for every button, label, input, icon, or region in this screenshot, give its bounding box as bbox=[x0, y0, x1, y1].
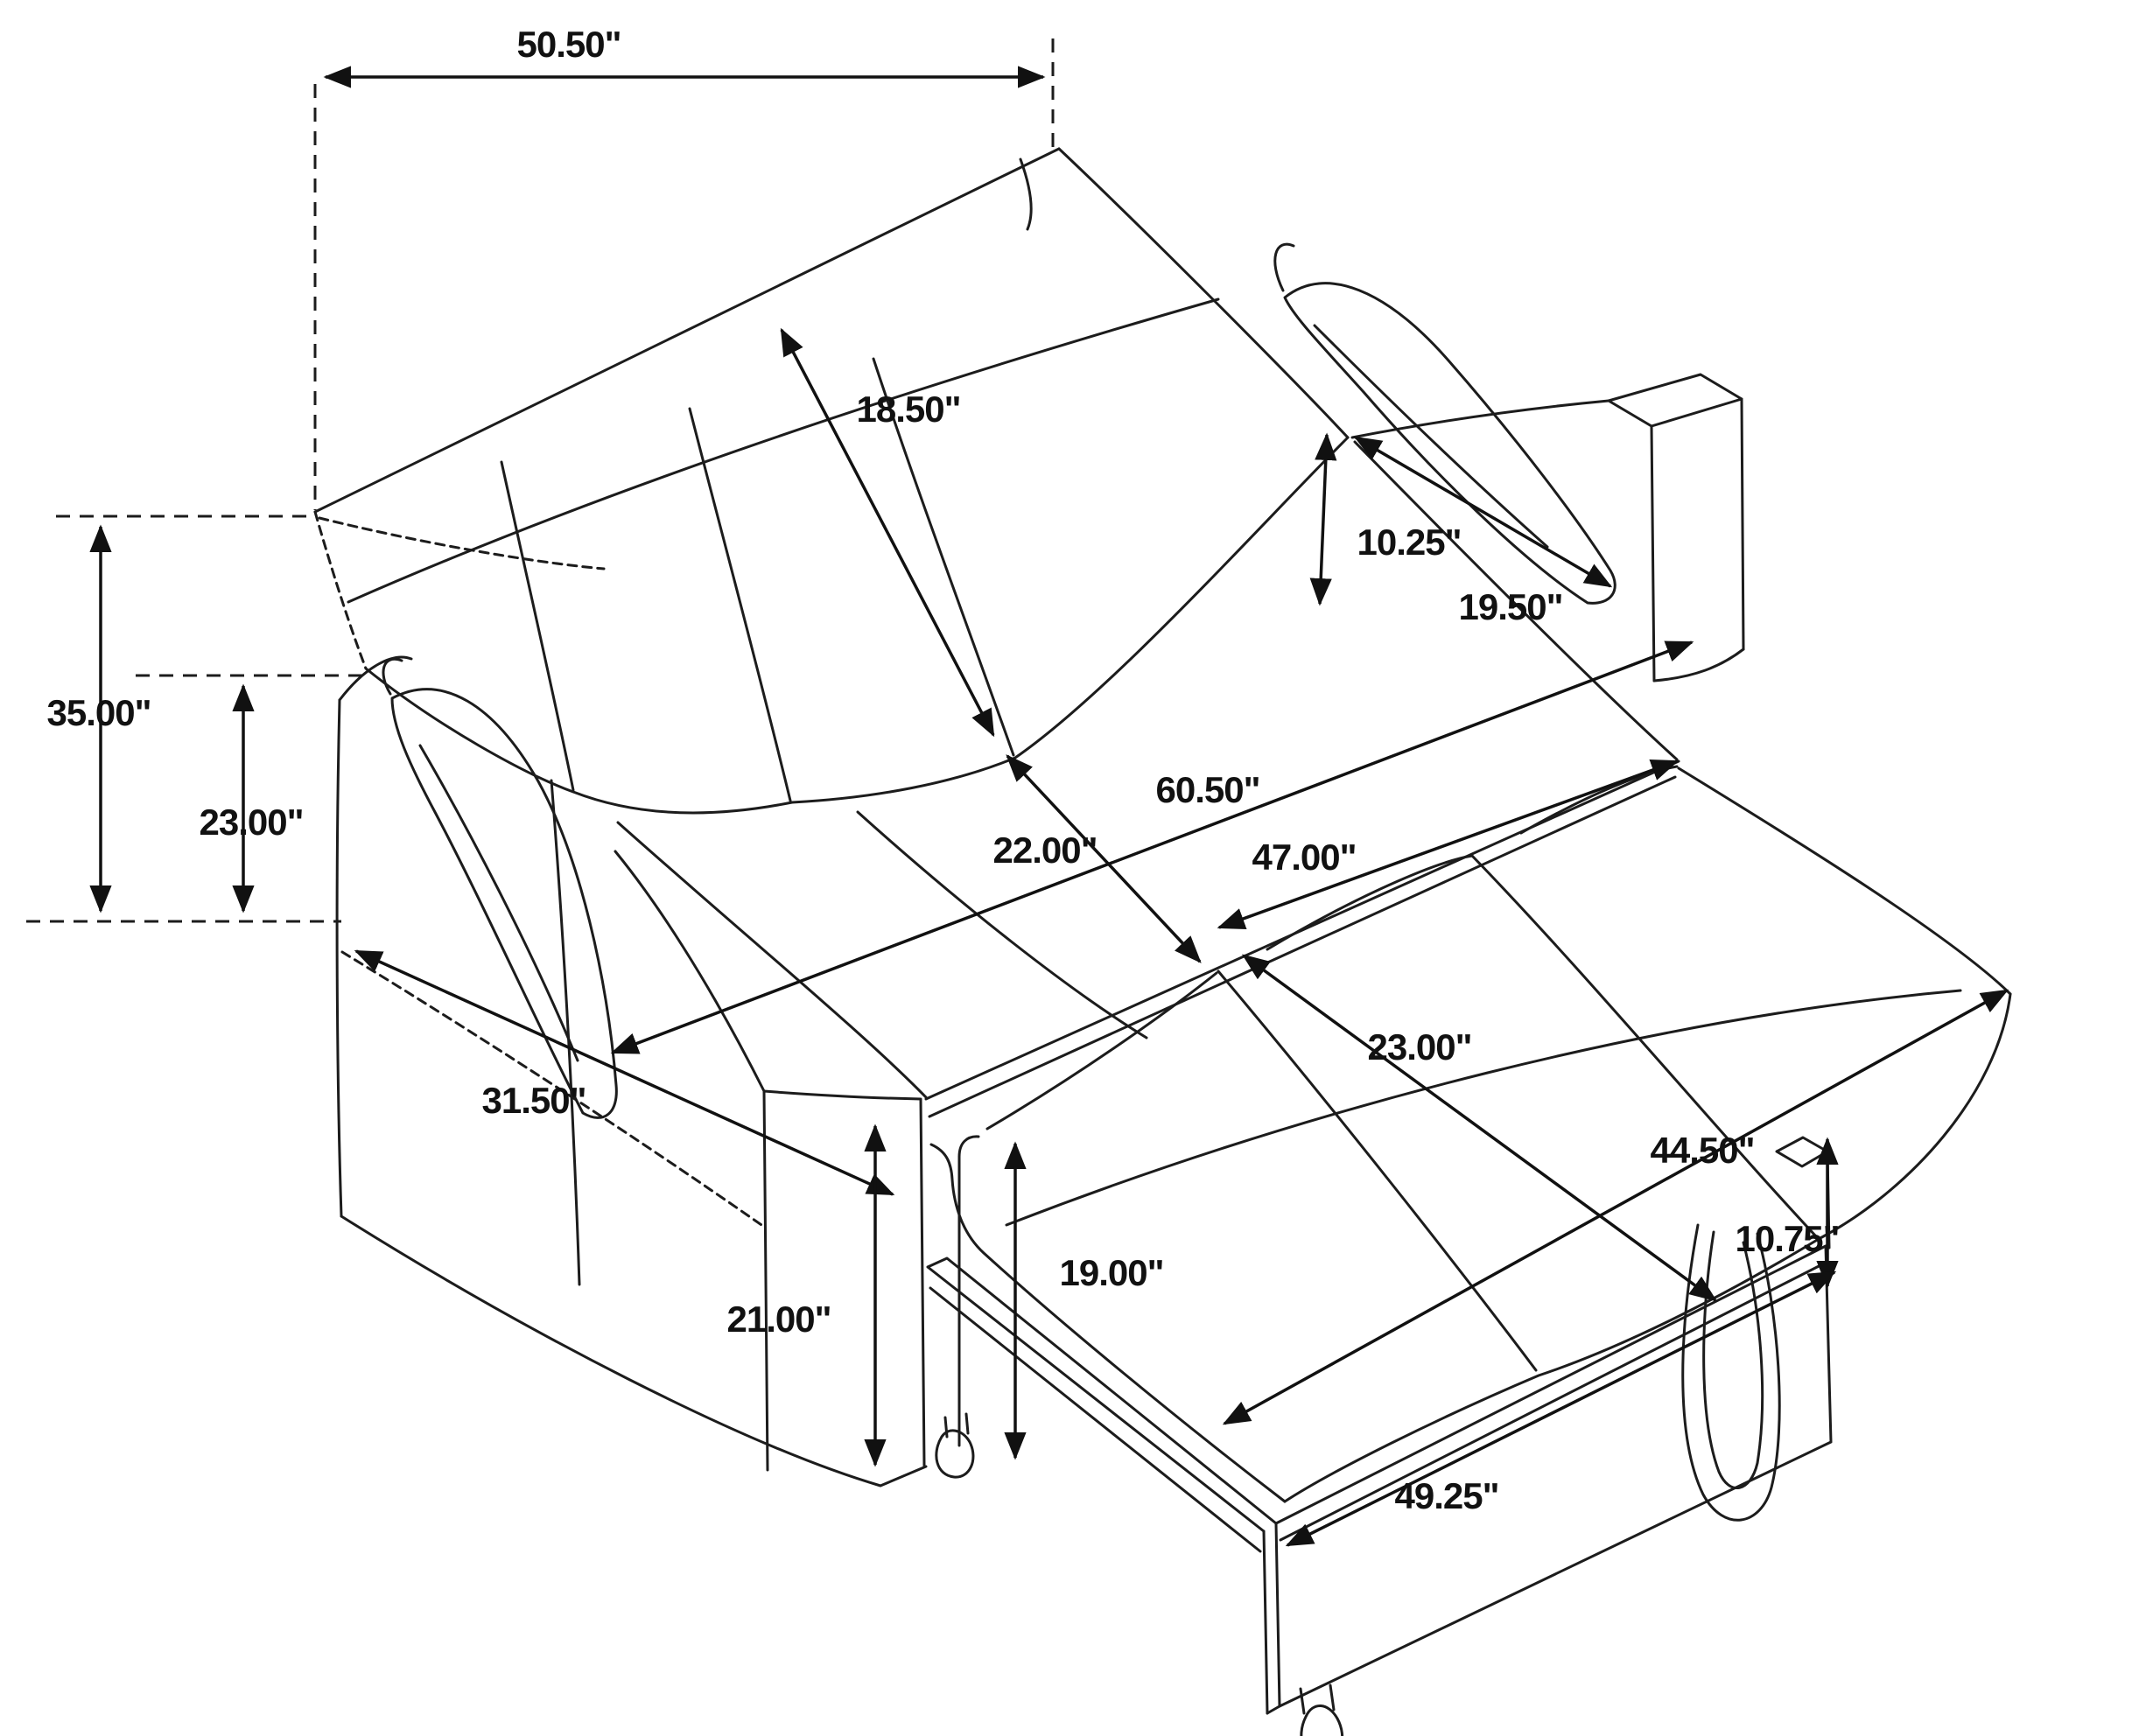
dim-label-backrest-height: 18.50" bbox=[856, 388, 961, 430]
dim-line-bed-depth bbox=[1241, 954, 1718, 1302]
dim-line-armrest-depth bbox=[354, 949, 895, 1196]
dim-line-pillow-width bbox=[1353, 436, 1613, 588]
mattress-back-humps bbox=[985, 765, 1679, 1130]
dim-label-pillow-height: 10.25" bbox=[1357, 522, 1462, 563]
backrest-left-edge bbox=[313, 510, 368, 670]
mattress-front-scallops bbox=[1283, 992, 2012, 1503]
dim-label-backrest-width: 50.50" bbox=[516, 24, 621, 65]
backrest-right-edge bbox=[1057, 147, 1350, 439]
backrest-bottom-scallops bbox=[364, 436, 1350, 815]
bed-left-rail-lower bbox=[929, 1286, 1262, 1553]
mattress-tuft-row bbox=[1005, 989, 1962, 1227]
backrest-tuft-col-2 bbox=[688, 407, 792, 802]
mattress-left-edge bbox=[929, 1143, 1287, 1503]
right-rail-top-edge bbox=[1350, 399, 1610, 439]
dim-label-overall-height: 35.00" bbox=[46, 692, 151, 733]
dim-label-seat-front-height: 21.00" bbox=[726, 1298, 831, 1340]
dim-label-arm-height: 23.00" bbox=[199, 802, 304, 843]
dim-label-armrest-depth: 31.50" bbox=[481, 1080, 586, 1121]
left-pillow-crease bbox=[418, 744, 579, 1062]
sofa-outline bbox=[313, 147, 2012, 1736]
right-pillow bbox=[1283, 282, 1617, 605]
backrest-fold-mark bbox=[1019, 158, 1033, 231]
extension-lines bbox=[26, 38, 1055, 923]
arm-outer-edge bbox=[335, 698, 343, 1218]
seat-cushion-arc-left bbox=[616, 821, 928, 1099]
bed-front-caster bbox=[1299, 1684, 1343, 1736]
backrest-corner-crease bbox=[318, 516, 606, 570]
right-pillow-tip bbox=[1273, 242, 1295, 292]
pull-handle-inner bbox=[1702, 1230, 1764, 1489]
dim-label-panel-height: 10.75" bbox=[1735, 1218, 1840, 1259]
dim-label-seat-depth: 22.00" bbox=[992, 830, 1098, 871]
dim-label-bed-depth: 23.00" bbox=[1367, 1026, 1472, 1068]
bed-back-left-post bbox=[957, 1135, 980, 1447]
dim-line-seat-depth bbox=[1006, 754, 1202, 963]
dimension-arrows bbox=[89, 66, 2009, 1547]
dim-line-pillow-height bbox=[1309, 432, 1337, 606]
dim-label-seat-width: 47.00" bbox=[1252, 836, 1357, 878]
bed-front-left-post bbox=[1262, 1522, 1281, 1715]
bed-left-rail bbox=[926, 1256, 1278, 1533]
seat-rail-lower bbox=[928, 775, 1677, 1118]
dim-label-overall-width: 60.50" bbox=[1155, 769, 1260, 810]
left-pillow-tip bbox=[382, 657, 403, 696]
arm-top-hump bbox=[338, 655, 413, 702]
dim-line-seat-width bbox=[1217, 760, 1680, 929]
mattress-right-edge bbox=[1677, 766, 2012, 996]
dim-label-front-panel-width: 49.25" bbox=[1394, 1475, 1499, 1516]
backrest-tuft-row bbox=[347, 298, 1220, 604]
backrest-tuft-col-1 bbox=[500, 460, 575, 792]
right-post-top-face bbox=[1607, 373, 1743, 428]
sofa-bottom-edge bbox=[340, 1214, 928, 1488]
dim-line-bed-width bbox=[1222, 989, 2009, 1425]
pull-handle-outer bbox=[1681, 1223, 1781, 1522]
dim-line-overall-width bbox=[610, 640, 1694, 1054]
right-post-right-edge bbox=[1740, 397, 1745, 651]
backrest-top-edge bbox=[313, 147, 1061, 514]
dim-line-front-panel-width bbox=[1285, 1270, 1837, 1547]
dim-label-bed-frame-height: 19.00" bbox=[1059, 1252, 1164, 1293]
dim-label-pillow-width: 19.50" bbox=[1458, 586, 1563, 627]
mattress-tuft-col-2 bbox=[1470, 854, 1818, 1238]
right-post-front-edge bbox=[1650, 424, 1656, 682]
dim-label-bed-width: 44.50" bbox=[1650, 1130, 1755, 1171]
sofa-front-caster bbox=[935, 1412, 975, 1479]
right-post-bottom bbox=[1652, 648, 1745, 682]
